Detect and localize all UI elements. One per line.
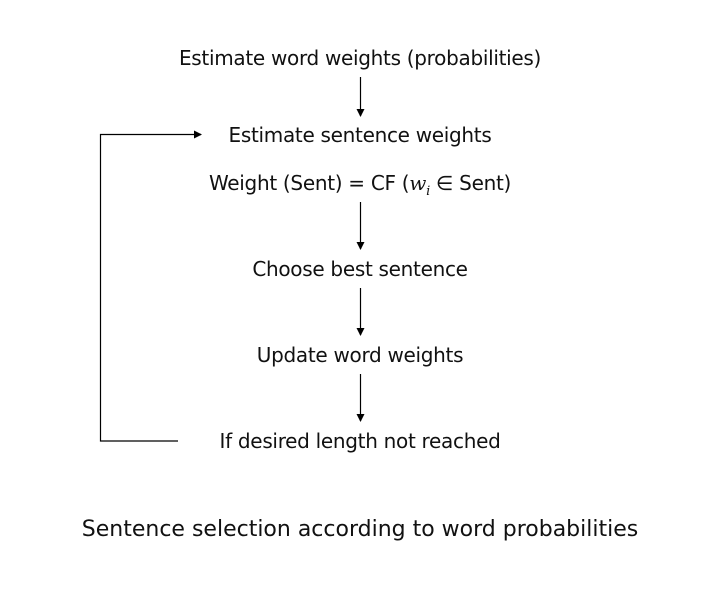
loop-back-arrow [99, 130, 202, 442]
step-length-condition: If desired length not reached [219, 429, 501, 453]
step-update-word-weights: Update word weights [256, 343, 464, 367]
step-estimate-word-weights: Estimate word weights (probabilities) [178, 46, 542, 70]
step-choose-best-sentence: Choose best sentence [252, 257, 468, 281]
formula-variable: w [409, 171, 427, 195]
formula-subscript: i [426, 184, 430, 199]
formula-prefix: Weight (Sent) = CF ( [208, 171, 410, 195]
step-estimate-sentence-weights: Estimate sentence weights [228, 123, 492, 147]
weight-formula: Weight (Sent) = CF (wi ∈ Sent) [0, 171, 720, 204]
formula-suffix: ∈ Sent) [429, 171, 511, 195]
diagram-caption: Sentence selection according to word pro… [81, 517, 639, 542]
